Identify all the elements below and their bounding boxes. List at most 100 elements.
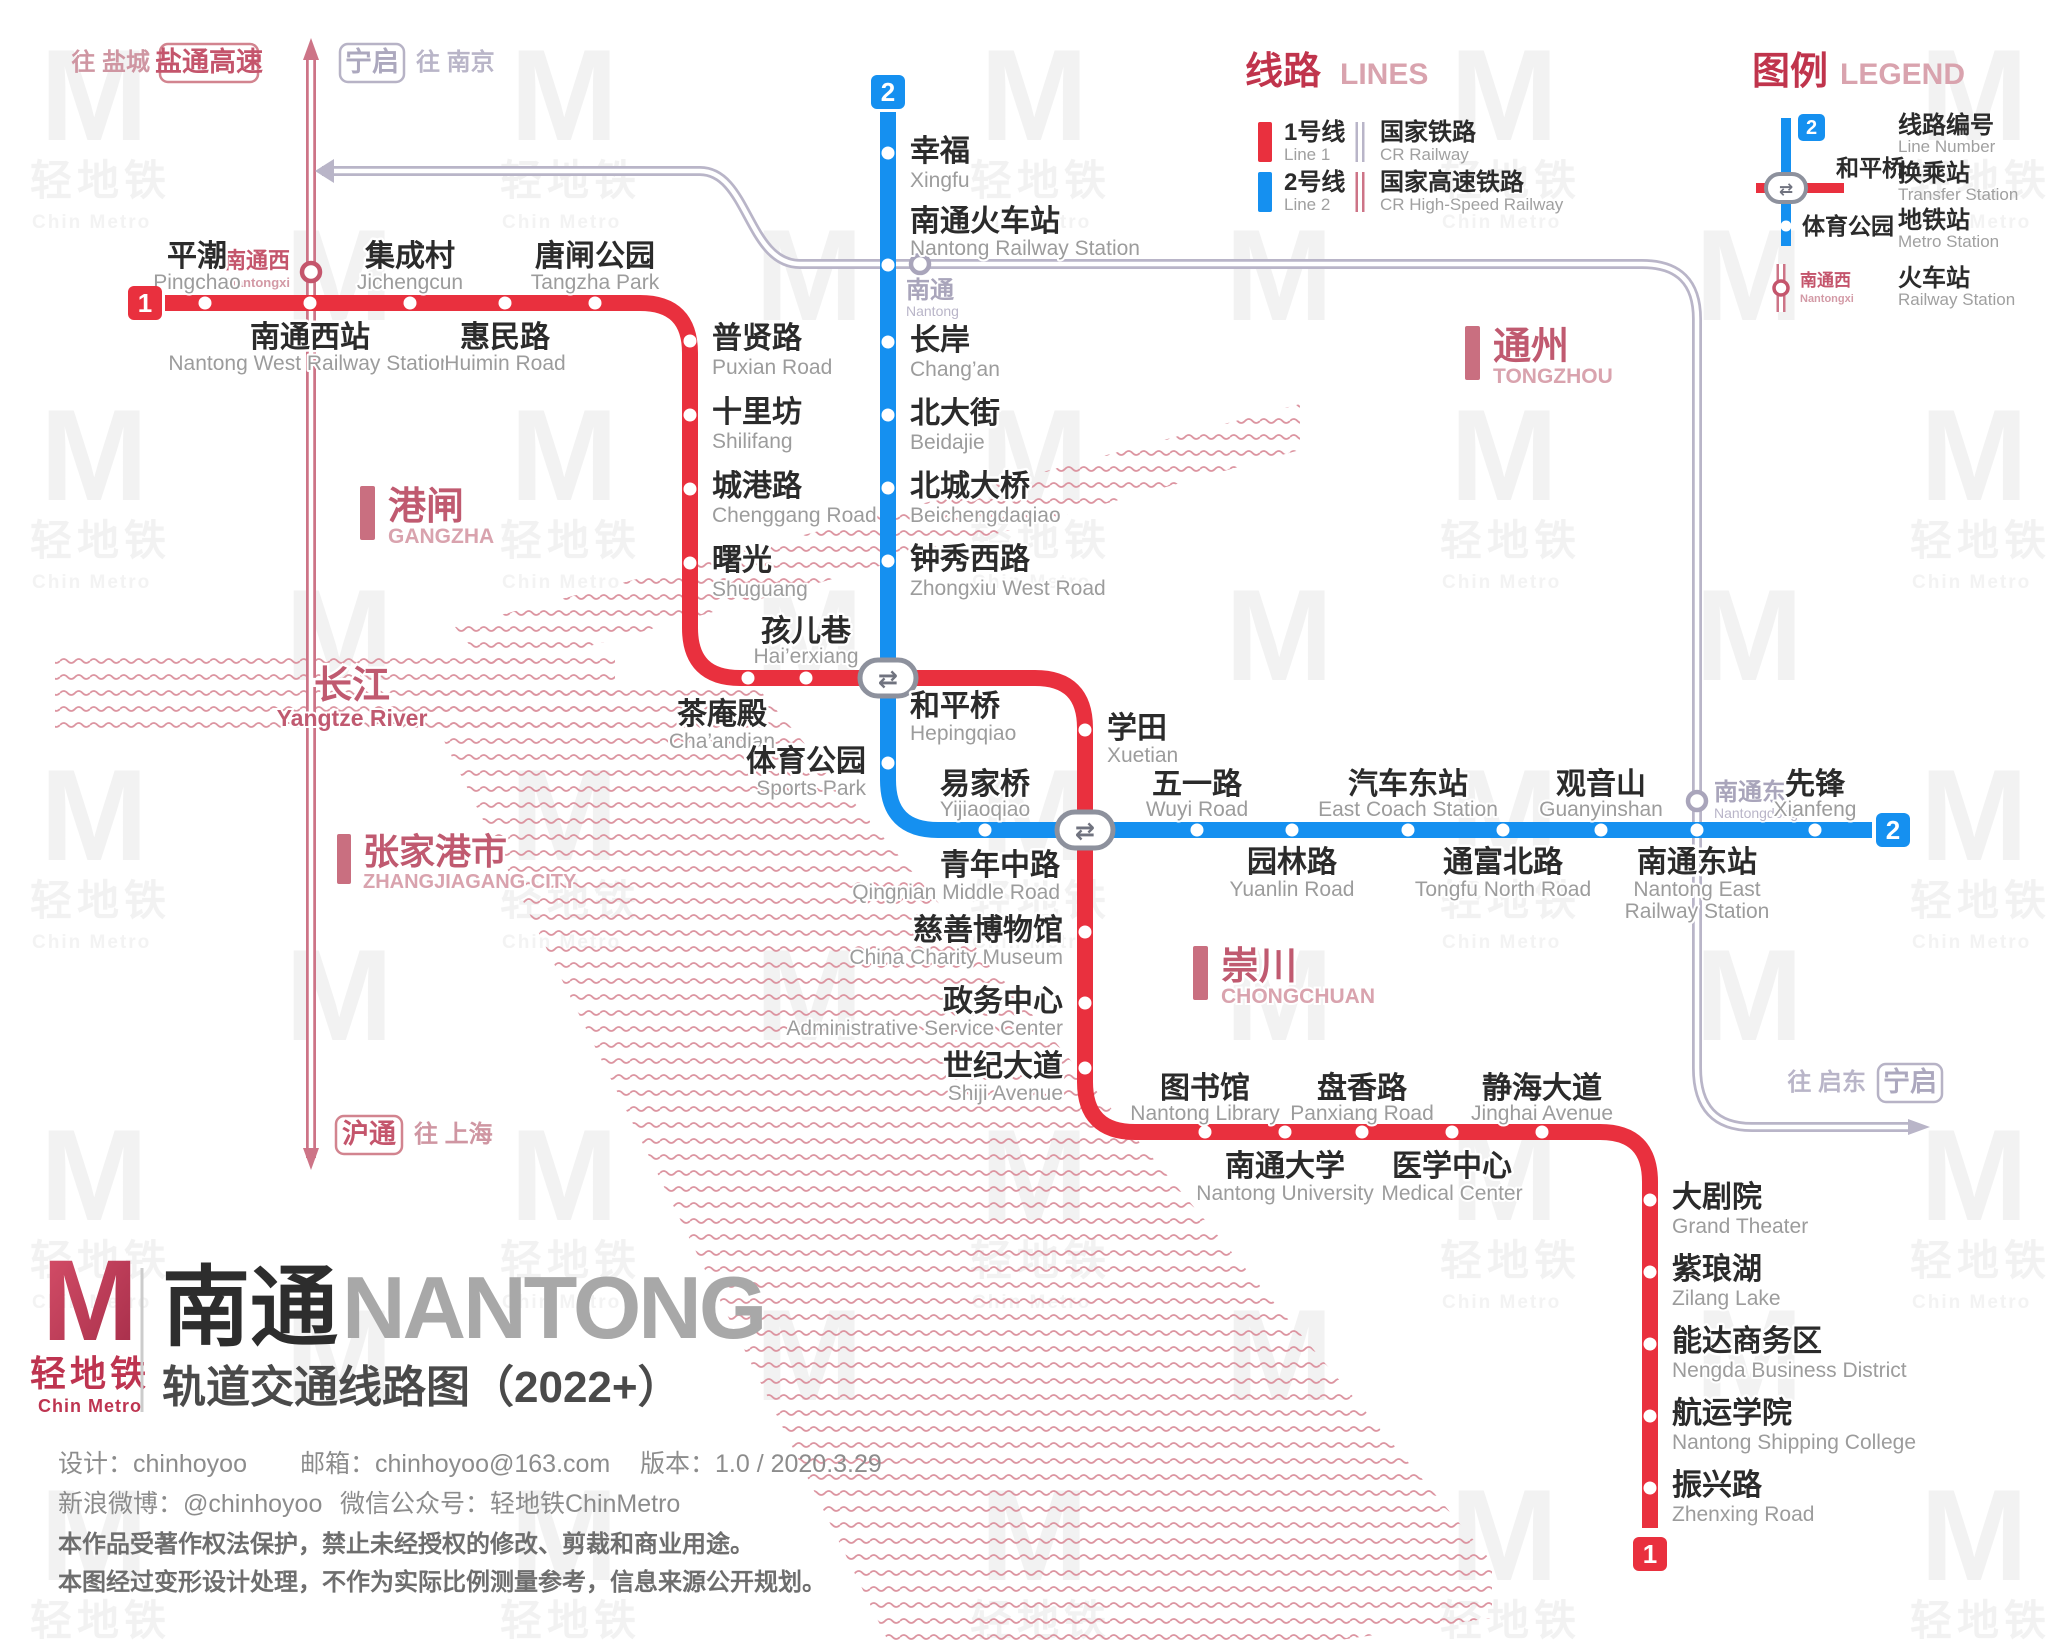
city-title-zh: 南通 [162, 1258, 338, 1357]
legend-transfer-name: 和平桥 [1836, 155, 1906, 181]
dot-zhenxinglu [1643, 1481, 1657, 1495]
label-en: Beichengdaqiao [910, 504, 1061, 527]
legend-row2-zh: 地铁站 [1898, 207, 1970, 234]
label-en: Xingfu [910, 169, 970, 192]
legend-badge-sample [1798, 114, 1825, 141]
label-zh: 大剧院 [1672, 1180, 1762, 1214]
chinmetro-logo-zh: 轻地铁 [30, 1353, 150, 1394]
nantongxi-zh: 南通西 [224, 248, 290, 273]
dot-cishanbowuguan [1078, 925, 1092, 939]
cr-item-en: CR Railway [1380, 145, 1469, 164]
dot-guanyinshan [1594, 823, 1608, 837]
to-qidong-label: 往 启东 [1787, 1068, 1866, 1096]
label-zh: 观音山 [1556, 768, 1646, 801]
credit-copyright1: 本作品受著作权法保护，禁止未经授权的修改、剪裁和商业用途。 [58, 1530, 754, 1558]
corridor-labels: 往 盐城 盐通高速 宁启 往 南京 沪通 往 上海 往 启东 宁启 [71, 42, 1944, 1156]
dot-jinghaidadao [1535, 1125, 1549, 1139]
line1-item-en: Line 1 [1284, 145, 1330, 164]
dot-yixuezhongxin [1445, 1125, 1459, 1139]
label-zh: 钟秀西路 [910, 543, 1031, 576]
map-subtitle: 轨道交通线路图（2022+） [162, 1363, 682, 1412]
label-zh: 北大街 [910, 397, 1000, 430]
ningqi-box-top [338, 42, 406, 84]
district-en: GANGZHA [388, 525, 494, 548]
dot-nantongdaxue [1278, 1125, 1292, 1139]
label-en: East Coach Station [1318, 798, 1498, 821]
label-zh: 振兴路 [1672, 1469, 1763, 1502]
dot-nengdashangwuqu [1643, 1337, 1657, 1351]
nantongdong-zh: 南通东 [1714, 778, 1786, 806]
label-en: Pingchao [153, 271, 241, 294]
legend-station-name: 体育公园 [1802, 213, 1894, 239]
label-zh: 孩儿巷 [761, 614, 852, 648]
legend-transfer-pill [1764, 172, 1808, 204]
label-zh: 医学中心 [1392, 1149, 1512, 1183]
label-en: Jinghai Avenue [1471, 1102, 1613, 1125]
credit-email: 邮箱：chinhoyoo@163.com [300, 1450, 610, 1478]
hsr-railway-line [303, 38, 319, 1170]
credit-design: 设计：chinhoyoo [58, 1450, 247, 1478]
label-en: Tangzha Park [531, 271, 660, 294]
dot-shijidadao [1078, 1061, 1092, 1075]
label-en: Cha’andian [669, 730, 775, 753]
label-zh: 茶庵殿 [677, 698, 767, 731]
dot-yuanlinlu [1285, 823, 1299, 837]
legend-station-dot [1780, 220, 1792, 232]
legend-row3-en: Railway Station [1898, 290, 2015, 309]
railway-marker-nantongdong: 南通东 Nantongdong [1685, 776, 1800, 823]
hutong-box [334, 1114, 404, 1156]
credit-wechat: 微信公众号：轻地铁ChinMetro [340, 1490, 680, 1518]
cr-railway-line [315, 159, 1930, 1135]
line2-badge-north-num: 2 [881, 77, 895, 107]
dot-tangzhagongyuan [588, 296, 602, 310]
label-zh: 平潮 [167, 240, 227, 273]
label-en: Xianfeng [1774, 798, 1857, 821]
dot-pingchao [198, 296, 212, 310]
legend-row1-en: Transfer Station [1898, 185, 2018, 204]
label-zh: 南通大学 [1225, 1149, 1345, 1183]
line2-item-zh: 2号线 [1284, 169, 1345, 196]
cr-item-zh: 国家铁路 [1380, 118, 1477, 146]
label-en: Wuyi Road [1146, 798, 1248, 821]
line2-path [880, 112, 1872, 838]
ningqi-label-bottom: 宁启 [1883, 1066, 1937, 1097]
dot-nantongxizhan [303, 296, 317, 310]
credits: 设计：chinhoyoo 邮箱：chinhoyoo@163.com 版本：1.0… [58, 1450, 882, 1596]
dot-hangyunxueyuan [1643, 1409, 1657, 1423]
label-zh: 青年中路 [940, 849, 1061, 882]
label-zh: 惠民路 [460, 321, 551, 354]
district-gangzha: 港闸 GANGZHA [360, 484, 496, 550]
label-en: Shilifang [712, 430, 793, 453]
label-en: Zhongxiu West Road [910, 577, 1106, 600]
to-shanghai-label: 往 上海 [414, 1120, 493, 1148]
yangtze-river-area [55, 404, 1492, 1645]
legend-row2-en: Metro Station [1898, 232, 1999, 251]
line2-badge-north [871, 75, 905, 109]
ningqi-box-bottom [1876, 1062, 1944, 1104]
lines-panel: 线路 LINES 1号线 Line 1 2号线 Line 2 国家铁路 CR R… [1245, 51, 1564, 214]
dot-xianfeng [1808, 823, 1822, 837]
transfer-hepingqiao: ⇄ [857, 657, 919, 699]
dot-chaandian [741, 671, 755, 685]
